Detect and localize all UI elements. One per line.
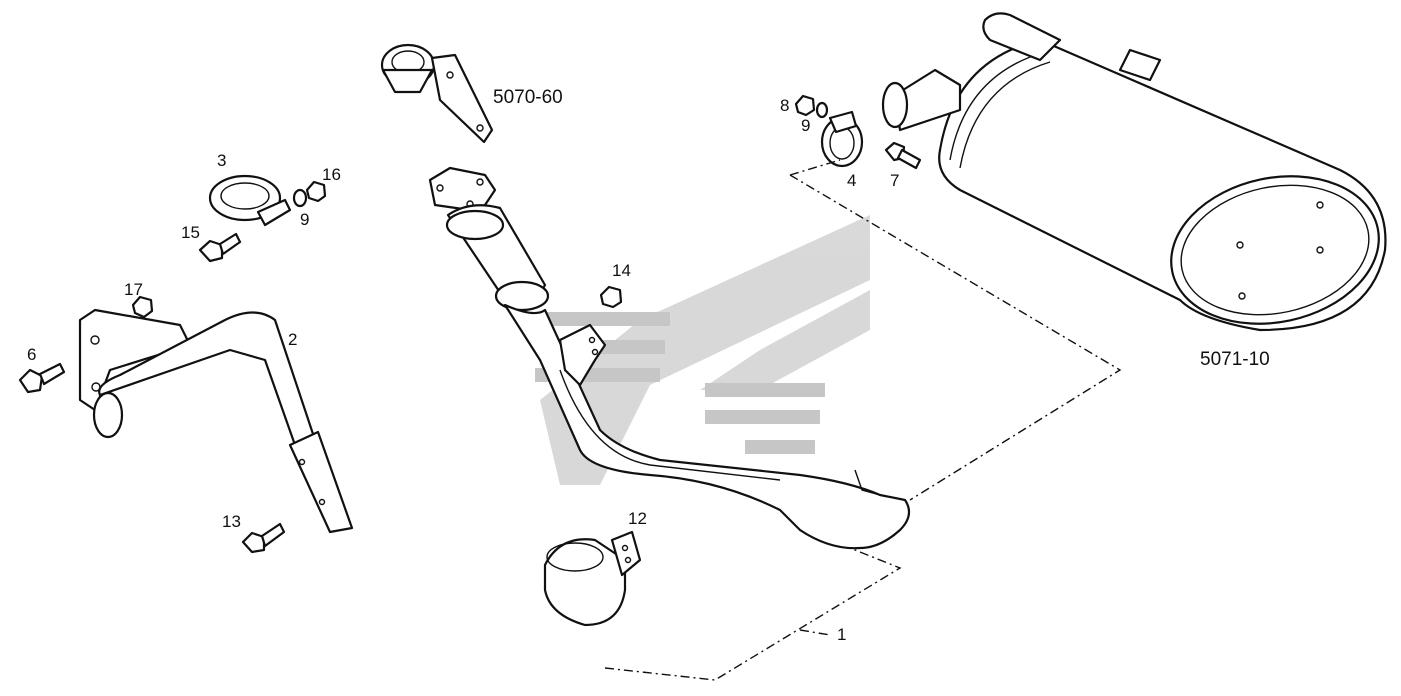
bolt-part-6 [18, 362, 66, 394]
bolt-part-13 [241, 522, 286, 554]
label-part-17: 17 [124, 280, 143, 299]
down-pipe-part-1 [428, 166, 911, 550]
label-part-7: 7 [890, 171, 899, 190]
label-assembly-5071-10: 5071-10 [1200, 349, 1270, 370]
bolt-part-15 [198, 232, 242, 263]
label-part-13: 13 [222, 512, 241, 531]
muffler-5071-10 [881, 12, 1387, 332]
nut-part-16 [305, 180, 327, 203]
washer-part-9-left [292, 188, 308, 208]
label-part-1: 1 [837, 625, 846, 644]
label-part-2: 2 [288, 330, 297, 349]
label-part-3: 3 [217, 151, 226, 170]
assembly-leader-lines [604, 159, 1122, 681]
bracket-pipe-part-2 [78, 308, 354, 534]
part-labels: 1 2 3 4 6 7 8 9 9 12 13 14 15 16 17 5071… [27, 87, 1270, 644]
clamp-part-3 [208, 174, 292, 227]
label-part-9-left: 9 [300, 210, 309, 229]
label-part-16: 16 [322, 165, 341, 184]
clamp-part-4 [820, 110, 864, 168]
washer-part-9-right [815, 101, 829, 119]
label-part-15: 15 [181, 223, 200, 242]
watermark-logo [535, 215, 870, 485]
nut-part-17 [131, 295, 154, 319]
upper-assembly-5070-60 [380, 43, 494, 144]
bolt-part-7 [884, 141, 922, 170]
nut-part-14 [599, 285, 623, 309]
label-part-6: 6 [27, 345, 36, 364]
label-part-4: 4 [847, 171, 856, 190]
label-part-12: 12 [628, 509, 647, 528]
label-part-14: 14 [612, 261, 631, 280]
clamp-part-12 [543, 530, 642, 627]
nut-part-8 [794, 94, 816, 117]
label-part-8: 8 [780, 96, 789, 115]
label-assembly-5070-60: 5070-60 [493, 87, 563, 108]
label-part-9-right: 9 [801, 116, 810, 135]
